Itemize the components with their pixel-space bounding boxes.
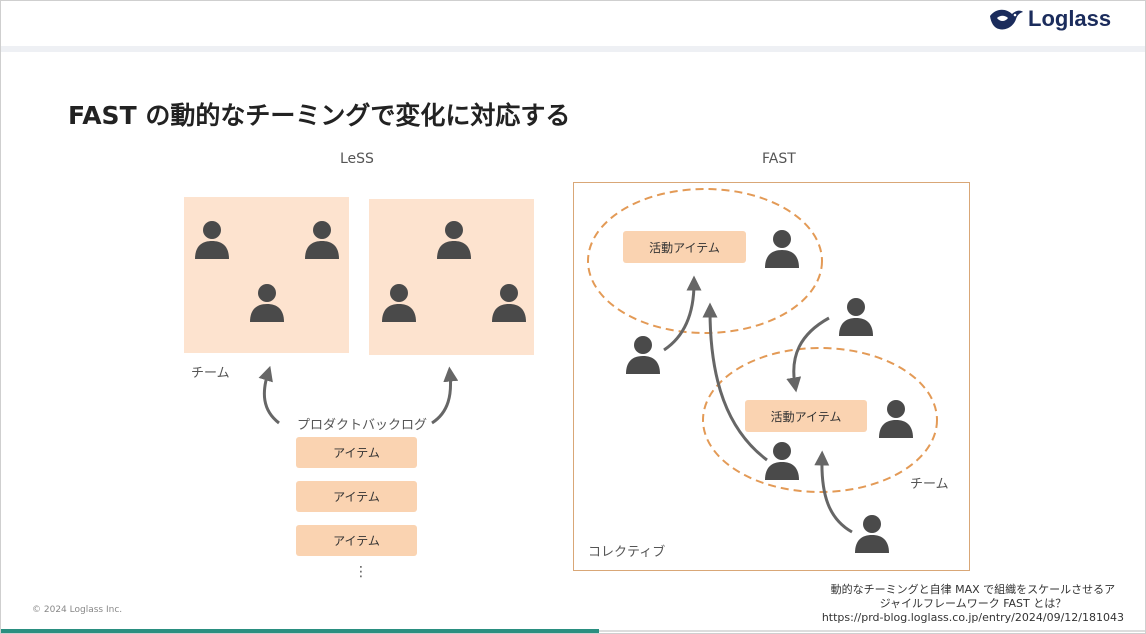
arrow-icon <box>786 316 830 393</box>
backlog-item-2: アイテム <box>296 481 417 512</box>
arrow-icon <box>814 450 853 534</box>
person-icon <box>839 298 873 336</box>
brand-name: Loglass <box>1028 6 1112 31</box>
header-band <box>1 46 1145 52</box>
reference-url: https://prd-blog.loglass.co.jp/entry/202… <box>821 611 1124 624</box>
fast-collective-frame <box>573 182 970 571</box>
person-icon <box>626 336 660 374</box>
logo-bird-icon <box>990 9 1023 30</box>
activity-item-1: 活動アイテム <box>623 231 746 263</box>
person-icon <box>382 284 416 322</box>
progress-bar-track <box>599 630 1145 632</box>
team-ellipse-1 <box>587 188 823 334</box>
person-icon <box>250 284 284 322</box>
arrow-icon <box>258 365 280 425</box>
team-ellipse-2 <box>702 347 938 493</box>
less-team-label: チーム <box>191 366 230 381</box>
fast-heading: FAST <box>762 151 796 167</box>
arrow-icon <box>702 302 768 462</box>
backlog-ellipsis: ⋮ <box>354 564 368 580</box>
reference-citation: 動的なチーミングと自律 MAX で組織をスケールさせるア ジャイルフレームワーク… <box>822 583 1124 625</box>
brand-logo: Loglass <box>988 4 1111 34</box>
page-title: FAST の動的なチーミングで変化に対応する <box>68 101 571 130</box>
reference-line: 動的なチーミングと自律 MAX で組織をスケールさせるア <box>830 583 1116 596</box>
backlog-item-3: アイテム <box>296 525 417 556</box>
reference-line: ジャイルフレームワーク FAST とは？ <box>879 597 1067 610</box>
arrow-icon <box>431 366 459 425</box>
person-icon <box>195 221 229 259</box>
fast-team-label: チーム <box>910 477 949 492</box>
person-icon <box>879 400 913 438</box>
person-icon <box>492 284 526 322</box>
backlog-item-1: アイテム <box>296 437 417 468</box>
arrow-icon <box>663 275 702 352</box>
less-heading: LeSS <box>340 151 374 167</box>
product-backlog-label: プロダクトバックログ <box>297 418 428 433</box>
collective-label: コレクティブ <box>588 545 666 560</box>
activity-item-2: 活動アイテム <box>745 400 867 432</box>
person-icon <box>855 515 889 553</box>
person-icon <box>765 442 799 480</box>
progress-bar <box>1 629 599 633</box>
person-icon <box>305 221 339 259</box>
person-icon <box>765 230 799 268</box>
person-icon <box>437 221 471 259</box>
copyright-text: © 2024 Loglass Inc. <box>32 605 123 615</box>
